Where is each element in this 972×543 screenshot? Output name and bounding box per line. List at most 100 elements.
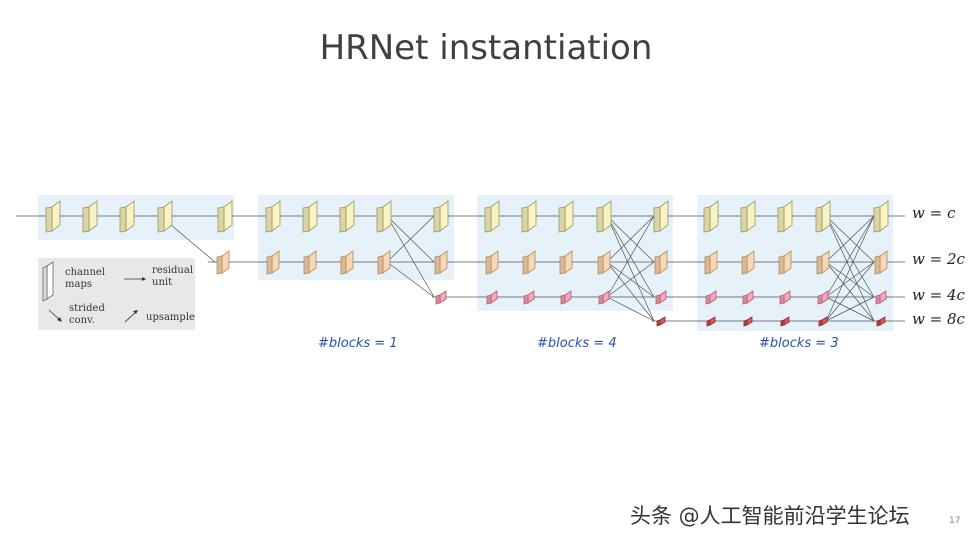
stem-background — [38, 195, 234, 240]
page-number: 17 — [949, 516, 961, 526]
stage4-fuse-block-stream2-side — [874, 255, 881, 275]
stage2-fuse-block-stream2 — [434, 250, 448, 275]
stage2-stream1-block-2-side — [302, 206, 310, 233]
stage4-blocks-label: #blocks = 3 — [759, 336, 839, 351]
stage3-stream2-block-1-side — [485, 255, 492, 275]
stage2-stream2-block-2-side — [303, 255, 310, 275]
stage2-fuse-block-stream2-side — [434, 255, 441, 275]
stage4-stream1-block-2-side — [740, 206, 748, 233]
stage4-stream2-block-2 — [741, 250, 755, 275]
stage4-fuse-4-to-3 — [825, 296, 875, 322]
legend-residual-unit-label: residual unit — [152, 265, 194, 288]
stage4-stream2-block-3-side — [778, 255, 785, 275]
stage3-fuse-block-stream1-side — [653, 206, 661, 233]
stem-block-1 — [45, 200, 61, 233]
stage2-fuse-block-stream1-side — [433, 206, 441, 233]
stage3-fuse-block-stream4-face — [659, 316, 666, 326]
legend-icons — [42, 261, 146, 323]
stage4-fuse-block-stream2 — [874, 250, 888, 275]
stage3-stream1-block-3-side — [558, 206, 566, 233]
stage4-fuse-2-to-1 — [825, 215, 875, 263]
stage2-stream1-block-1 — [265, 200, 281, 233]
stage3-stream1-block-3 — [558, 200, 574, 233]
stem-block-2 — [82, 200, 98, 233]
stage3-stream2-block-3 — [559, 250, 573, 275]
stem-transition-block-face — [221, 250, 230, 274]
stage3-fuse-2-to-1 — [606, 215, 655, 263]
stage4-fuse-4-to-1 — [825, 215, 875, 322]
stage3-fuse-1-to-4 — [606, 215, 655, 322]
stage2-stream2-block-1-side — [266, 255, 273, 275]
stage4-stream4-block-3 — [780, 316, 790, 327]
legend-box — [38, 258, 195, 330]
stage3-stream3-block-4-side — [598, 294, 604, 305]
stage2-fuse-block-stream1 — [433, 200, 449, 233]
stage3-stream3-block-1 — [486, 290, 498, 305]
stem-block-5-side — [217, 206, 225, 233]
stage4-fuse-block-stream4-side — [876, 319, 881, 327]
stage4-fuse-block-stream4 — [876, 316, 886, 327]
stem-transition-block — [216, 250, 230, 275]
stage2-stream2-block-4-side — [377, 255, 384, 275]
stage2-background — [258, 195, 454, 280]
stage4-fuse-block-stream3 — [875, 290, 887, 305]
stage2-stream2-block-4 — [377, 250, 391, 275]
stage3-stream2-block-4-side — [597, 255, 604, 275]
stem-transition-block-side — [216, 255, 223, 275]
stage4-stream4-block-1-side — [706, 319, 711, 327]
stage3-stream2-block-4 — [597, 250, 611, 275]
stage3-stream1-block-4 — [596, 200, 612, 233]
stage4-fuse-block-stream1 — [873, 200, 889, 233]
stage3-fuse-3-to-1 — [606, 215, 655, 298]
stage2-fuse-block-stream3 — [435, 290, 447, 305]
slide-title: HRNet instantiation — [319, 28, 653, 68]
stage3-fuse-block-stream3 — [655, 290, 667, 305]
stage3-fuse-3-to-2 — [606, 261, 655, 298]
stage4-stream1-block-2 — [740, 200, 756, 233]
width-label-stream2: w = 2c — [912, 250, 965, 268]
stem-to-stream2-conv — [164, 219, 216, 263]
stage2-stream2-block-3-side — [340, 255, 347, 275]
stage2-stream2-block-1 — [266, 250, 280, 275]
stage2-stream2-block-2 — [303, 250, 317, 275]
stage2-fuse-2-to-1 — [386, 215, 435, 263]
stage4-stream4-block-3-side — [780, 319, 785, 327]
stage2-stream1-block-2 — [302, 200, 318, 233]
stage3-stream3-block-4 — [598, 290, 610, 305]
stage4-stream2-block-1-side — [704, 255, 711, 275]
stage4-stream2-block-1 — [704, 250, 718, 275]
stage2-fuse-2-to-3 — [386, 261, 435, 298]
stage4-fuse-block-stream3-side — [875, 294, 881, 305]
stage4-stream1-block-3-side — [777, 206, 785, 233]
stage3-fuse-block-stream2-side — [654, 255, 661, 275]
stage4-stream2-block-4 — [816, 250, 830, 275]
stage3-stream2-block-1 — [485, 250, 499, 275]
stage3-fuse-3-to-4 — [606, 296, 655, 322]
stage4-stream1-block-1-side — [703, 206, 711, 233]
stage4-stream2-block-3 — [778, 250, 792, 275]
stage3-fuse-block-stream4 — [656, 316, 666, 327]
stage3-stream1-block-2 — [521, 200, 537, 233]
width-label-stream3: w = 4c — [912, 286, 965, 304]
stage3-fuse-2-to-4 — [606, 261, 655, 322]
stage4-stream4-block-2-side — [743, 319, 748, 327]
stage3-stream1-block-2-side — [521, 206, 529, 233]
legend-channel-map-side-icon — [42, 265, 48, 302]
stage2-stream1-block-3-side — [339, 206, 347, 233]
legend-strided-arrowhead-icon — [57, 317, 62, 322]
stage4-stream4-block-4 — [818, 316, 828, 327]
stage3-stream3-block-2 — [523, 290, 535, 305]
stage4-stream3-block-1-side — [705, 294, 711, 305]
stage3-stream1-block-1-side — [484, 206, 492, 233]
stem-block-4 — [157, 200, 173, 233]
stage3-background — [477, 195, 673, 311]
stage4-fuse-block-stream1-side — [873, 206, 881, 233]
stage3-stream2-block-2 — [522, 250, 536, 275]
stage3-stream3-block-3 — [560, 290, 572, 305]
stage4-fuse-3-to-2 — [825, 261, 875, 298]
width-label-stream1: w = c — [912, 204, 956, 222]
stage4-stream4-block-4-side — [818, 319, 823, 327]
stage4-stream3-block-4-side — [817, 294, 823, 305]
